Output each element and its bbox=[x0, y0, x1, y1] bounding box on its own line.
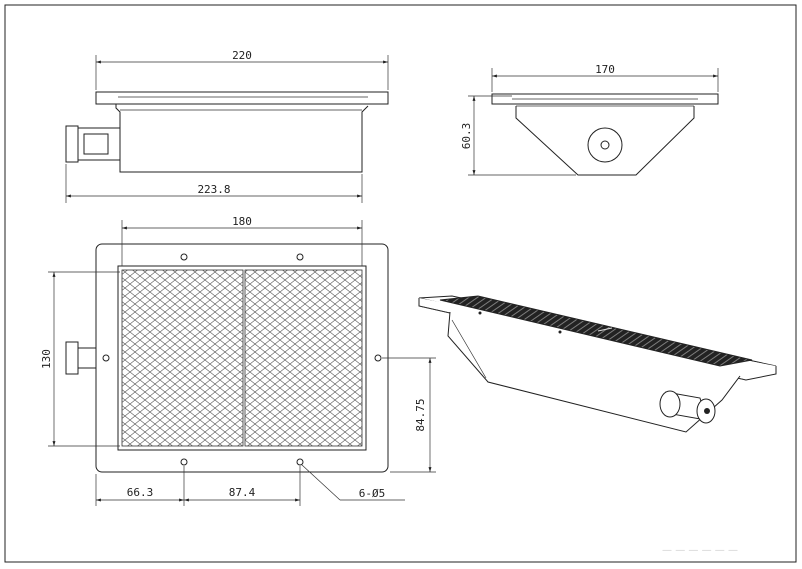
dim-plan-height: 130 bbox=[40, 349, 53, 369]
mount-hole bbox=[180, 253, 188, 261]
side-view: 170 60.3 bbox=[460, 63, 719, 176]
dim-hole-spacing: 87.4 bbox=[229, 486, 256, 499]
mount-hole bbox=[296, 253, 304, 261]
dim-hole-offset: 84.75 bbox=[414, 398, 427, 431]
mount-hole bbox=[102, 354, 110, 362]
hole-callout: 6-Ø5 bbox=[359, 487, 386, 500]
mount-hole bbox=[374, 354, 382, 362]
dim-bottom-width: 223.8 bbox=[197, 183, 230, 196]
mount-hole bbox=[180, 458, 188, 466]
drawing-border bbox=[4, 4, 797, 563]
plan-view: 180 130 84.75 66.3 87.4 6-Ø5 bbox=[40, 215, 436, 506]
front-view: 220 223.8 bbox=[65, 49, 389, 203]
mount-hole bbox=[296, 458, 304, 466]
dim-plan-width: 180 bbox=[232, 215, 252, 228]
dim-hole-left: 66.3 bbox=[127, 486, 154, 499]
dim-side-width: 170 bbox=[595, 63, 615, 76]
dim-side-height: 60.3 bbox=[460, 123, 473, 150]
dim-top-width: 220 bbox=[232, 49, 252, 62]
isometric-view bbox=[418, 295, 777, 433]
watermark: — — — — — — bbox=[662, 545, 738, 556]
